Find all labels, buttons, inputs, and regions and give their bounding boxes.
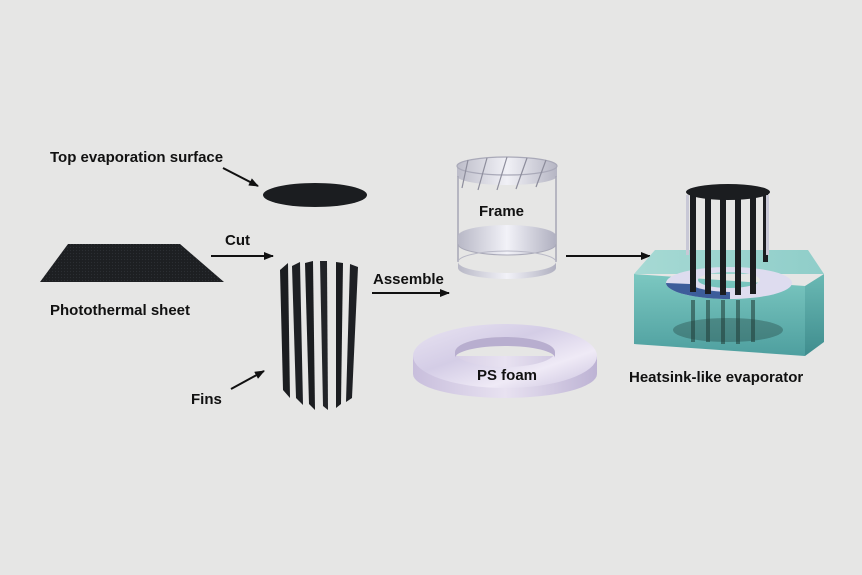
heatsink-evaporator: [634, 184, 824, 356]
arrow-icon: [230, 370, 265, 390]
ps-foam-ring: [413, 324, 597, 398]
fins-group: [280, 261, 358, 410]
photothermal-sheet-label: Photothermal sheet: [50, 302, 190, 319]
frame-label: Frame: [479, 203, 524, 220]
fins-label: Fins: [191, 391, 222, 408]
top-surface-label: Top evaporation surface: [50, 149, 223, 166]
photothermal-sheet: [40, 244, 224, 282]
evaporator-label: Heatsink-like evaporator: [629, 369, 803, 386]
arrow-icon: [222, 167, 259, 187]
assemble-label: Assemble: [373, 271, 444, 288]
top-evaporation-disk: [263, 183, 367, 207]
cut-label: Cut: [225, 232, 250, 249]
frame: [456, 156, 558, 279]
ps-foam-label: PS foam: [477, 367, 537, 384]
